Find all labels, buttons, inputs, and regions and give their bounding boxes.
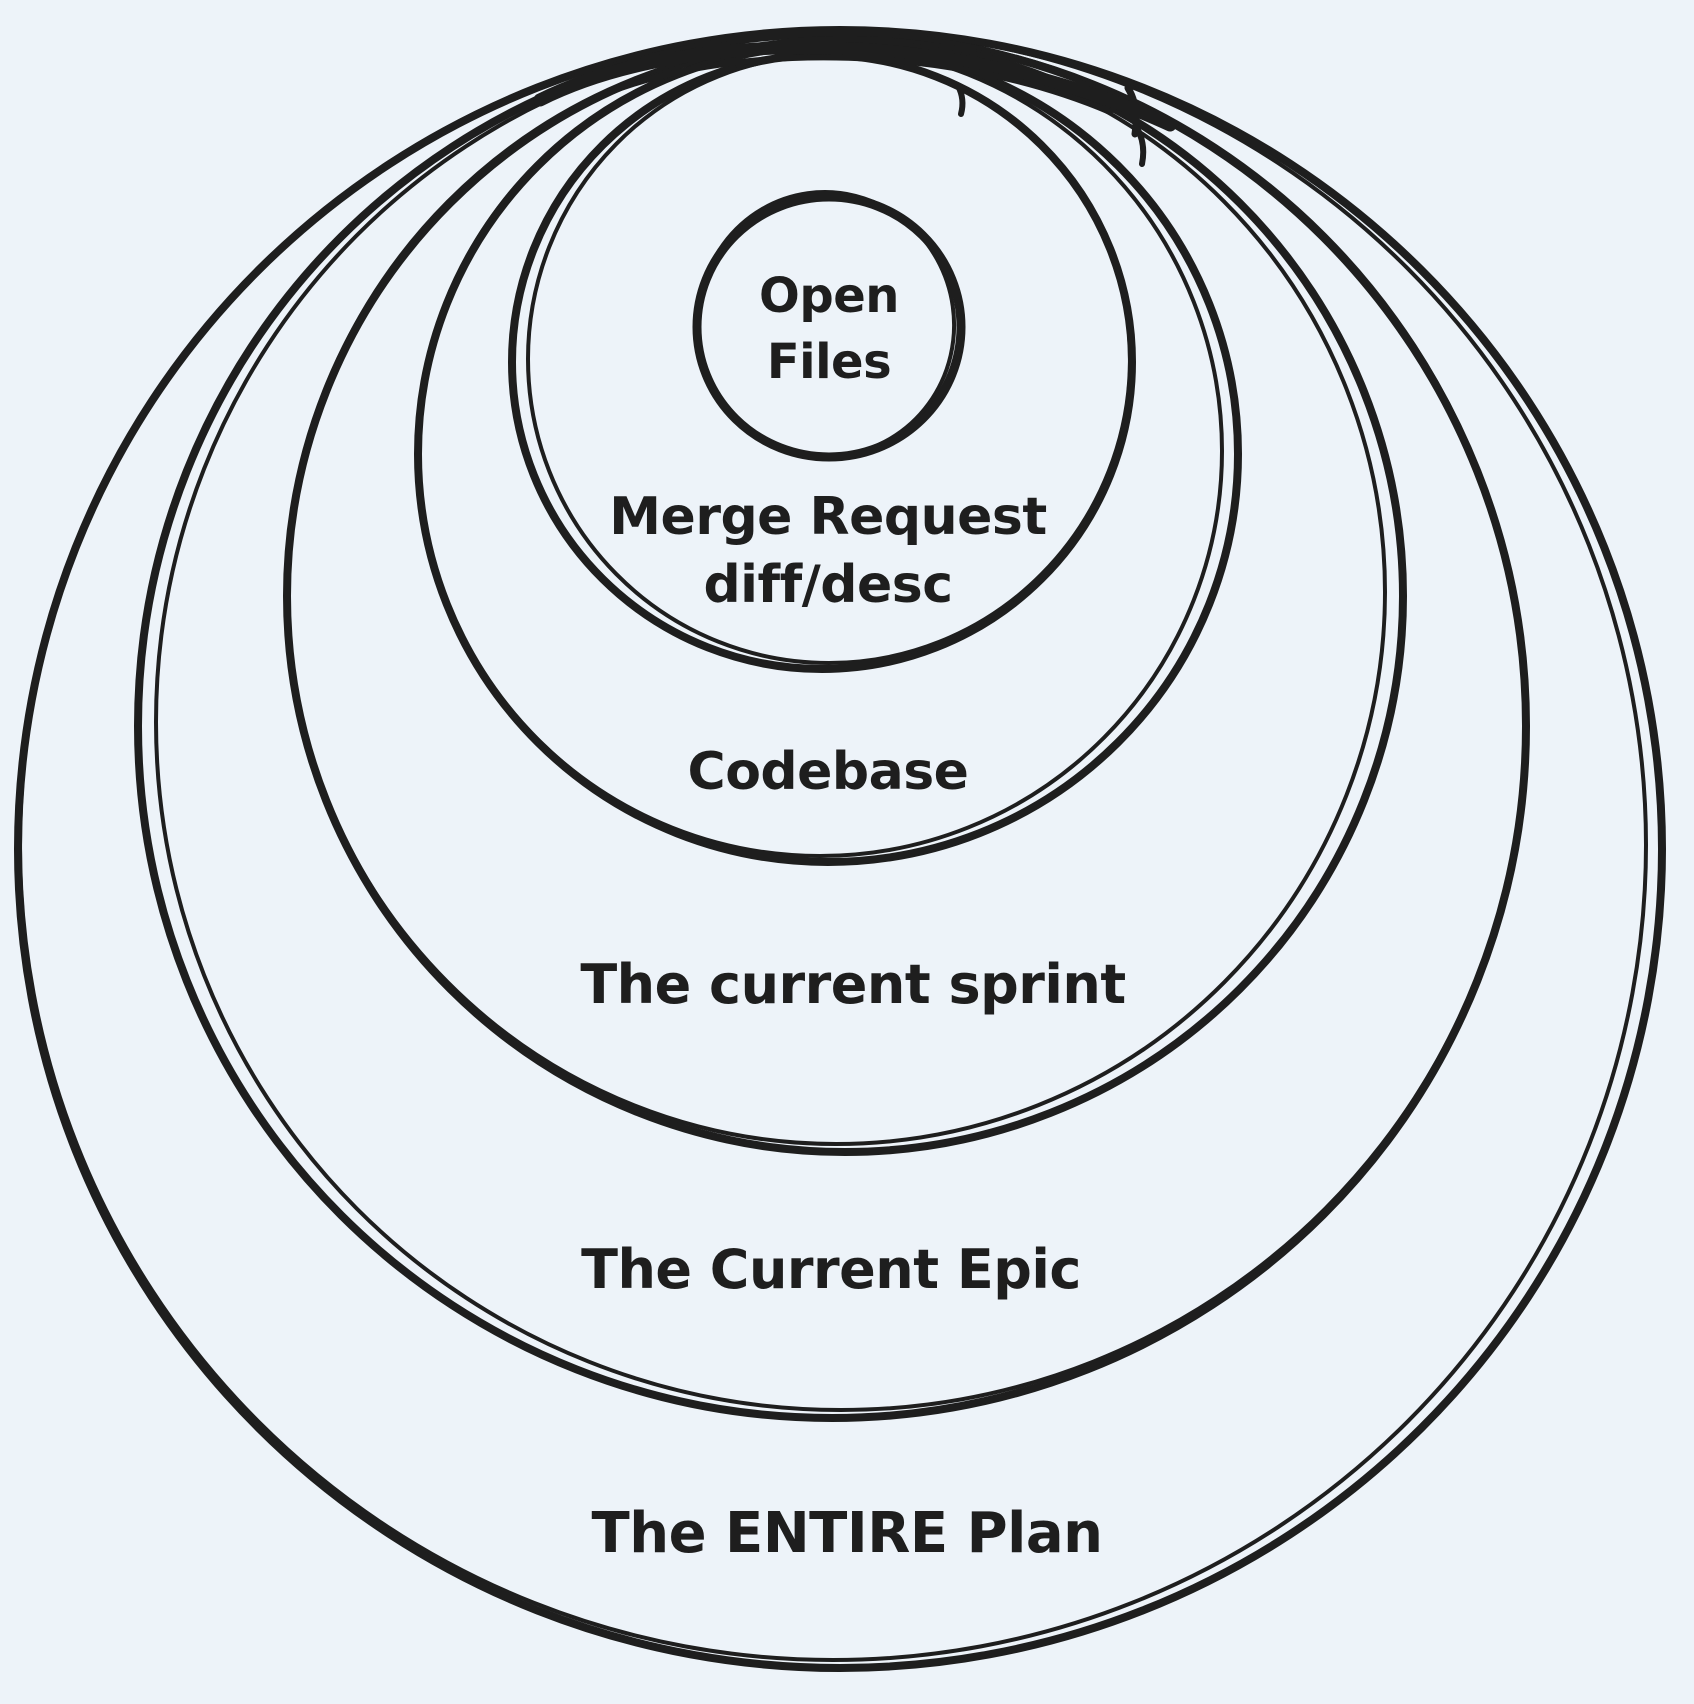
ring-current-sprint-circle	[283, 36, 1407, 1156]
ring-label-current-epic: The Current Epic	[581, 1238, 1081, 1301]
ring-current-epic-circle	[134, 30, 1530, 1422]
ring-label-open-files: Open Files	[759, 268, 899, 390]
ring-label-codebase: Codebase	[687, 742, 969, 802]
top-scribble-strokes	[533, 41, 1177, 167]
ring-label-entire-plan: The ENTIRE Plan	[591, 1501, 1103, 1566]
ring-label-current-sprint: The current sprint	[580, 953, 1126, 1016]
ring-open-files-circle	[692, 190, 966, 462]
ring-entire-plan-circle	[14, 26, 1666, 1672]
ring-label-merge-request: Merge Request diff/desc	[609, 487, 1047, 615]
